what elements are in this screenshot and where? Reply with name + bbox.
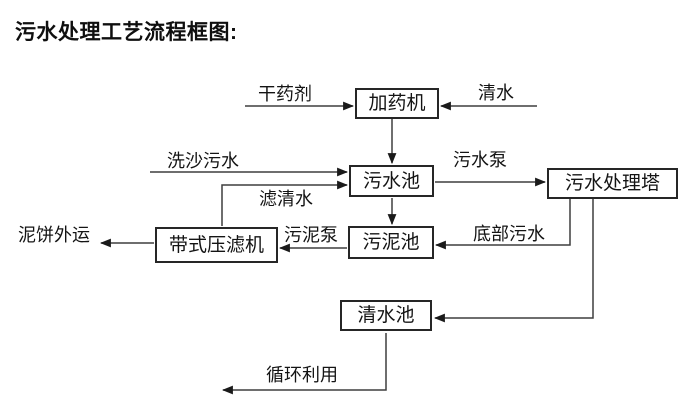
node-clean-water-pool: 清水池 [340,300,432,331]
node-sludge-pool: 污泥池 [348,226,434,259]
label-sludge-pump: 污泥泵 [284,225,338,245]
node-belt-filter-press: 带式压滤机 [155,227,278,263]
label-filtered-clean-water: 滤清水 [259,189,313,209]
label-sand-washing-sewage: 洗沙污水 [167,151,239,171]
page-title: 污水处理工艺流程框图: [15,21,238,44]
edge-treatment-tower-to-clean-water-pool [433,199,594,323]
node-dosing-machine: 加药机 [355,88,439,119]
label-bottom-sewage: 底部污水 [473,224,545,244]
label-dry-agent: 干药剂 [258,84,312,104]
edge-clean-water-pool-to-recycling [221,333,387,395]
node-treatment-tower: 污水处理塔 [547,168,678,199]
label-mud-cake-transport: 泥饼外运 [18,225,90,245]
label-sewage-pump: 污水泵 [453,150,507,170]
edge-treatment-tower-to-sludge-pool-bottom-sewage [434,199,571,250]
label-recycling-use: 循环利用 [266,365,338,385]
label-clean-water: 清水 [478,83,514,103]
node-sewage-pool: 污水池 [349,165,434,197]
edge-belt-press-to-sewage-pool-filtered-water [221,180,349,226]
